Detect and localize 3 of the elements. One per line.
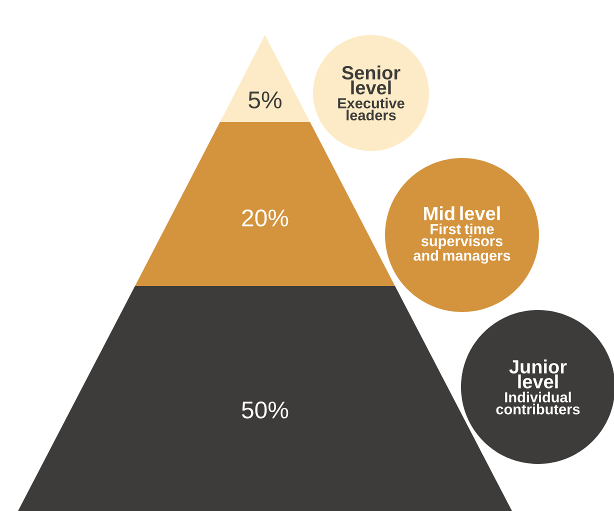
pyramid-tier: 20% xyxy=(135,122,395,286)
node-label: 50% xyxy=(242,402,288,418)
pyramid-tier: 5% xyxy=(220,35,310,122)
